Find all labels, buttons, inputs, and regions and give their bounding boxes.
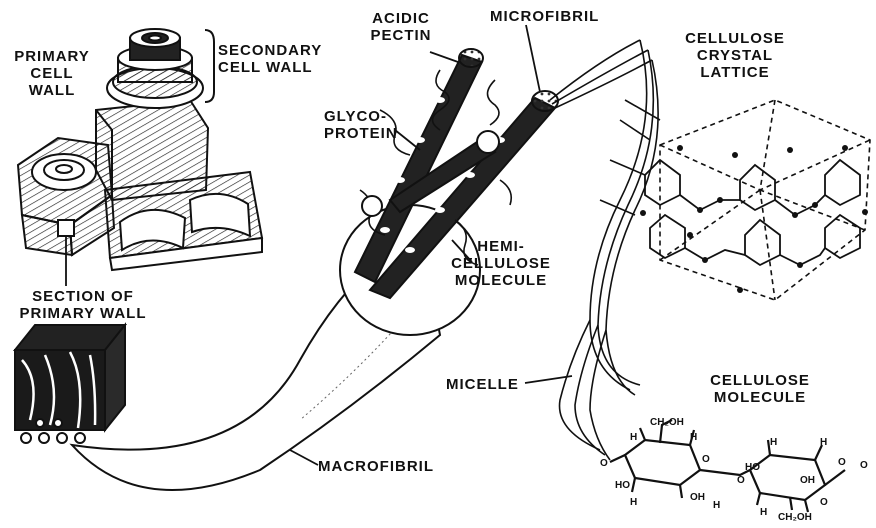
atom-h-2: H [690,432,697,443]
atom-o-end: O [860,460,868,471]
label-cellulose-molecule: CELLULOSE MOLECULE [700,372,820,406]
atom-oh-2: OH [800,475,815,486]
label-line: SECONDARY [218,42,322,59]
atom-oh-1: OH [690,492,705,503]
atom-h-6: H [820,437,827,448]
label-line: CELLULOSE [700,372,820,389]
label-primary-cell-wall: PRIMARY CELL WALL [4,48,100,99]
lattice-chains [645,160,860,265]
atom-h-7: H [760,507,767,518]
atom-ch2oh-2: CH₂OH [778,512,812,523]
label-line: CELLULOSE [446,255,556,272]
wall-section-cube [15,325,125,443]
leader-macrofibril [290,450,318,465]
atom-h-1: H [630,432,637,443]
label-macrofibril: MACROFIBRIL [318,458,434,475]
molecule-atom-labels: O H CH₂OH H O HO H OH H O HO H H O O H C… [600,417,868,523]
label-line: GLYCO- [324,108,398,125]
label-glycoprotein: GLYCO- PROTEIN [324,108,398,142]
atom-o-left: O [600,458,608,469]
label-line: CELL [4,65,100,82]
label-secondary-cell-wall: SECONDARY CELL WALL [218,42,322,76]
label-micelle: MICELLE [446,376,519,393]
leader-pectin [430,52,458,62]
label-cellulose-crystal-lattice: CELLULOSE CRYSTAL LATTICE [680,30,790,81]
label-line: SECTION OF [8,288,158,305]
label-line: MOLECULE [446,272,556,289]
label-line: PRIMARY [4,48,100,65]
atom-h-4: H [713,500,720,511]
atom-ch2oh-1: CH₂OH [650,417,684,428]
label-line: MOLECULE [700,389,820,406]
atom-ho-1: HO [615,480,630,491]
atom-o-ring-2: O [820,497,828,508]
label-hemicellulose-molecule: HEMI- CELLULOSE MOLECULE [446,238,556,289]
atom-h-5: H [770,437,777,448]
atom-o-bridge: O [737,475,745,486]
label-line: PROTEIN [324,125,398,142]
label-line: WALL [4,82,100,99]
atom-ho-2: HO [745,462,760,473]
label-line: LATTICE [680,64,790,81]
label-line: CRYSTAL [680,47,790,64]
label-line: HEMI- [446,238,556,255]
label-section-of-primary-wall: SECTION OF PRIMARY WALL [8,288,158,322]
label-acidic-pectin: ACIDIC PECTIN [366,10,436,44]
atom-h-3: H [630,497,637,508]
label-line: CELL WALL [218,59,322,76]
label-line: PECTIN [366,27,436,44]
cellulose-molecule-structure [610,420,845,512]
label-line: ACIDIC [366,10,436,27]
leader-microfibril [526,25,540,92]
atom-o-ring-1: O [702,454,710,465]
atom-o-right: O [838,457,846,468]
label-microfibril: MICROFIBRIL [490,8,599,25]
secondary-wall-bracket [205,30,214,102]
label-line: PRIMARY WALL [8,305,158,322]
micelle-strands [550,40,660,460]
label-line: CELLULOSE [680,30,790,47]
crystal-lattice [660,100,870,300]
